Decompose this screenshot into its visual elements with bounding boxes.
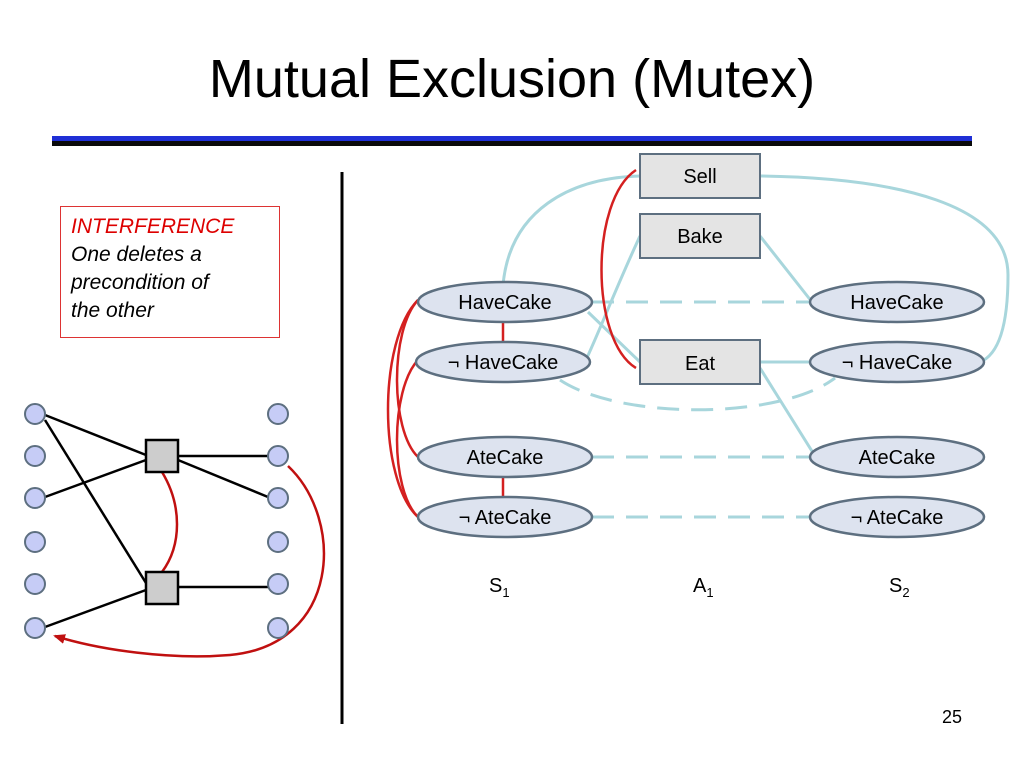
column-label-s2-base: S <box>889 575 902 597</box>
link-sell-not-havecake-s2 <box>759 174 1010 364</box>
planning-graph: Sell Bake Eat HaveCake ¬ HaveCake AteCak… <box>386 153 1010 600</box>
link-bake-havecake-s2 <box>758 235 814 303</box>
column-label-s2-sub: 2 <box>902 585 909 600</box>
interference-example-diagram <box>24 403 326 658</box>
example-action-square-1 <box>144 438 180 474</box>
s1-atecake-label: AteCake <box>467 447 544 469</box>
example-right-node <box>267 531 289 553</box>
example-left-node <box>24 617 46 639</box>
interference-line-2: precondition of <box>71 271 209 294</box>
example-left-node <box>24 403 46 425</box>
link-left1-action1 <box>44 413 147 457</box>
s2-not-atecake-label: ¬ AteCake <box>851 507 944 529</box>
interference-line-1: One deletes a <box>71 243 202 266</box>
link-action1-right3 <box>177 458 269 499</box>
interference-heading: INTERFERENCE <box>71 215 235 238</box>
example-left-node <box>24 487 46 509</box>
s2-havecake-node <box>808 280 986 324</box>
link-left1-action2 <box>43 419 148 584</box>
s2-not-havecake-label: ¬ HaveCake <box>842 352 953 374</box>
s2-atecake-node <box>808 435 986 479</box>
mutex-link-actions <box>160 471 179 573</box>
link-bake-not-havecake-s1 <box>583 235 642 363</box>
column-label-s1-sub: 1 <box>502 585 509 600</box>
s1-not-atecake-node <box>416 495 594 539</box>
s2-not-atecake-node <box>808 495 986 539</box>
action-bake-label: Bake <box>677 226 723 248</box>
column-label-s1: S1 <box>489 575 510 600</box>
action-eat: Eat <box>639 339 761 385</box>
title-underline-blue <box>52 136 972 141</box>
link-havecake-sell <box>501 174 641 286</box>
column-label-s2: S2 <box>889 575 910 600</box>
page-number: 25 <box>941 707 962 727</box>
example-action-square-2 <box>144 570 180 606</box>
link-left3-action1 <box>44 458 147 499</box>
s1-not-havecake-label: ¬ HaveCake <box>448 352 559 374</box>
interference-callout: INTERFERENCE One deletes a precondition … <box>60 206 280 338</box>
deletion-arrow <box>53 465 326 658</box>
column-label-s1-base: S <box>489 575 502 597</box>
s1-atecake-node <box>416 435 594 479</box>
s2-havecake-label: HaveCake <box>850 292 943 314</box>
example-right-node <box>267 403 289 425</box>
example-right-node <box>267 445 289 467</box>
link-eat-atecake-s2 <box>758 367 817 457</box>
mutex-havecake-atecake <box>395 299 419 458</box>
action-bake: Bake <box>639 213 761 259</box>
s2-not-havecake-node <box>808 340 986 384</box>
s1-havecake-node <box>416 280 594 324</box>
action-sell: Sell <box>639 153 761 199</box>
example-left-node <box>24 531 46 553</box>
example-left-node <box>24 445 46 467</box>
s2-atecake-label: AteCake <box>859 447 936 469</box>
noop-not-havecake <box>559 376 836 412</box>
example-right-node <box>267 487 289 509</box>
interference-line-3: the other <box>71 299 154 322</box>
column-label-a1-base: A <box>693 575 707 597</box>
column-label-a1-sub: 1 <box>706 585 713 600</box>
action-sell-label: Sell <box>683 166 716 188</box>
title-underline-dark <box>52 141 972 146</box>
s1-not-havecake-node <box>414 340 592 384</box>
s1-not-atecake-label: ¬ AteCake <box>459 507 552 529</box>
s1-havecake-label: HaveCake <box>458 292 551 314</box>
example-right-node <box>267 573 289 595</box>
mutex-sell-eat <box>600 168 637 370</box>
column-label-a1: A1 <box>693 575 714 600</box>
link-left6-action2 <box>44 588 147 629</box>
example-right-node <box>267 617 289 639</box>
example-left-node <box>24 573 46 595</box>
mutex-havecake-not-atecake <box>386 299 419 518</box>
action-eat-label: Eat <box>685 353 715 375</box>
slide-title: Mutual Exclusion (Mutex) <box>208 49 816 109</box>
